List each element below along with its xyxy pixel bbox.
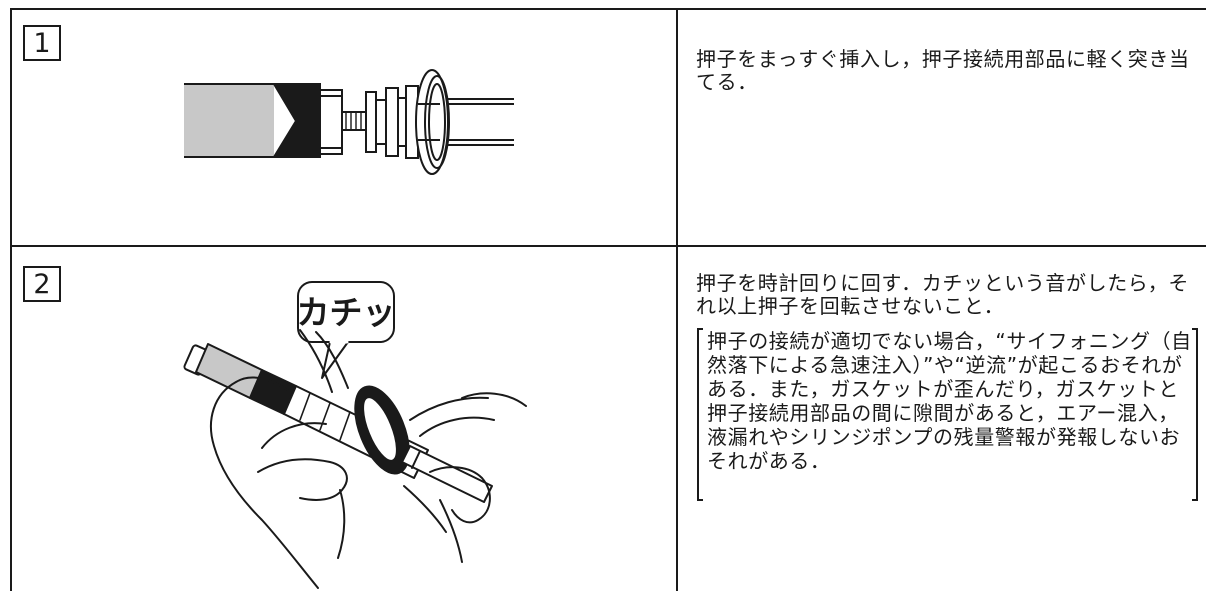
step-2-text: 押子を時計回りに回す．カチッという音がしたら，それ以上押子を回転させないこと． (696, 271, 1189, 318)
syringe-plunger-insert-illustration (184, 69, 514, 175)
click-sound-callout: カチッ (297, 293, 396, 332)
step-2-caution-note: 押子の接続が適切でない場合，“サイフォニング（自然落下による急速注入）”や“逆流… (697, 328, 1198, 501)
step-1-text: 押子をまっすぐ挿入し，押子接続用部品に軽く突き当てる． (696, 47, 1190, 94)
note-right-bracket (1192, 328, 1198, 501)
step-number-2: 2 (23, 266, 61, 302)
note-left-bracket (697, 328, 703, 501)
column-divider (676, 8, 678, 591)
caution-note-text: 押子の接続が適切でない場合，“サイフォニング（自然落下による急速注入）”や“逆流… (707, 329, 1192, 473)
table-left-border (10, 8, 12, 591)
row-divider (10, 245, 1206, 247)
step-number-1: 1 (23, 25, 61, 61)
hand-rotating-plunger-illustration: カチッ (183, 281, 527, 589)
table-top-border (10, 8, 1206, 10)
